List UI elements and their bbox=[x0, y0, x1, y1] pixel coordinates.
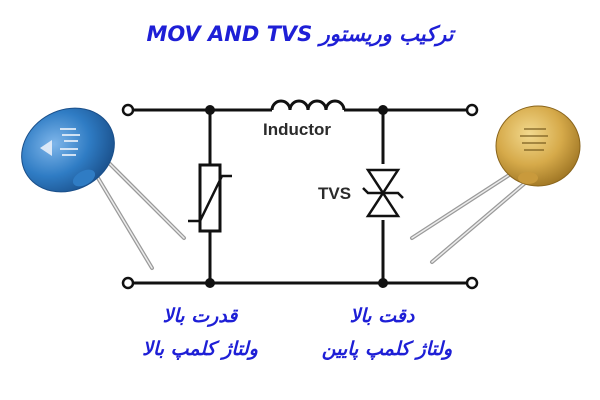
tvs-diode-picture bbox=[410, 105, 581, 264]
mov-varistor-picture bbox=[21, 107, 186, 270]
tvs-label: TVS bbox=[318, 184, 351, 203]
tvs-caption-line2: ولتاژ کلمپ پایین bbox=[321, 338, 453, 360]
tvs-caption-line1: دقت بالا bbox=[349, 305, 415, 327]
terminals bbox=[121, 103, 479, 290]
circuit-wires bbox=[128, 108, 472, 285]
diagram-title: ترکیب وریستور MOV AND TVS bbox=[146, 22, 454, 46]
junction-dots bbox=[205, 105, 388, 288]
mov-caption-line1: قدرت بالا bbox=[162, 305, 238, 327]
mov-caption-line2: ولتاژ کلمپ بالا bbox=[142, 338, 258, 360]
varistor-symbol bbox=[188, 163, 232, 233]
inductor-symbol bbox=[270, 99, 346, 111]
tvs-symbol bbox=[362, 164, 404, 220]
inductor-label: Inductor bbox=[263, 120, 331, 139]
